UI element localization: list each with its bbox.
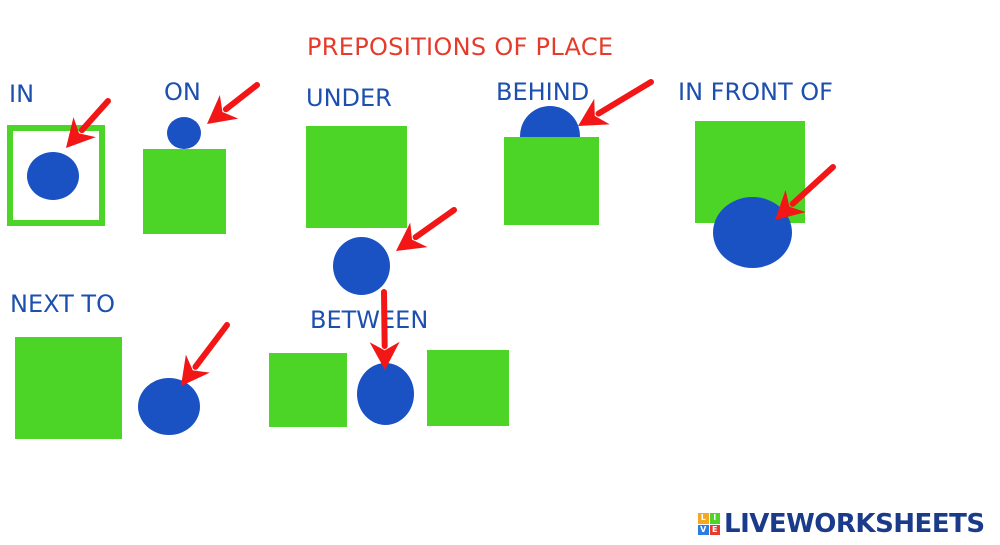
arrow-next-to-shaft bbox=[192, 322, 230, 370]
liveworksheets-logo: L I V E LIVEWORKSHEETS bbox=[698, 508, 985, 540]
label-in: IN bbox=[9, 80, 35, 108]
arrow-behind bbox=[578, 79, 654, 126]
brand-logo-icon: L I V E bbox=[698, 513, 720, 535]
label-under: UNDER bbox=[306, 84, 392, 112]
arrow-in-head bbox=[66, 117, 96, 148]
ball-next-to bbox=[138, 378, 200, 435]
ball-on bbox=[167, 117, 201, 149]
arrow-in-shaft bbox=[78, 98, 111, 134]
arrow-behind-head bbox=[578, 98, 610, 126]
label-next-to: NEXT TO bbox=[10, 290, 115, 318]
ball-in bbox=[27, 152, 79, 200]
box-between-left bbox=[269, 353, 347, 427]
arrow-in-front-of-head bbox=[775, 190, 806, 220]
box-on bbox=[143, 149, 226, 234]
box-between-right bbox=[427, 350, 509, 426]
brand-name: LIVEWORKSHEETS bbox=[724, 509, 985, 539]
label-behind: BEHIND bbox=[496, 78, 590, 106]
arrow-in-front-of-shaft bbox=[789, 164, 836, 207]
box-behind bbox=[504, 137, 599, 225]
ball-under bbox=[333, 237, 390, 295]
page-title: PREPOSITIONS OF PLACE bbox=[307, 33, 614, 61]
label-between: BETWEEN bbox=[310, 306, 429, 334]
ball-between bbox=[357, 363, 414, 425]
arrow-under-head bbox=[396, 222, 428, 251]
label-on: ON bbox=[164, 78, 201, 106]
arrow-between-head bbox=[369, 341, 400, 370]
box-in-frame bbox=[7, 125, 105, 226]
arrow-between-shaft bbox=[381, 289, 388, 350]
arrow-on-shaft bbox=[222, 82, 260, 113]
arrow-under bbox=[396, 207, 457, 251]
box-next-to bbox=[15, 337, 122, 439]
arrow-on bbox=[207, 82, 260, 124]
ball-in-front-of bbox=[713, 197, 792, 268]
arrow-under-shaft bbox=[412, 207, 457, 241]
label-in-front-of: IN FRONT OF bbox=[678, 78, 833, 106]
arrow-on-head bbox=[207, 94, 239, 124]
arrow-in bbox=[66, 98, 111, 148]
arrow-in-front-of bbox=[775, 164, 836, 220]
box-under bbox=[306, 126, 407, 228]
arrow-between bbox=[369, 289, 400, 370]
arrow-behind-shaft bbox=[595, 79, 654, 117]
arrow-next-to-head bbox=[181, 354, 210, 386]
arrow-next-to bbox=[181, 322, 230, 386]
